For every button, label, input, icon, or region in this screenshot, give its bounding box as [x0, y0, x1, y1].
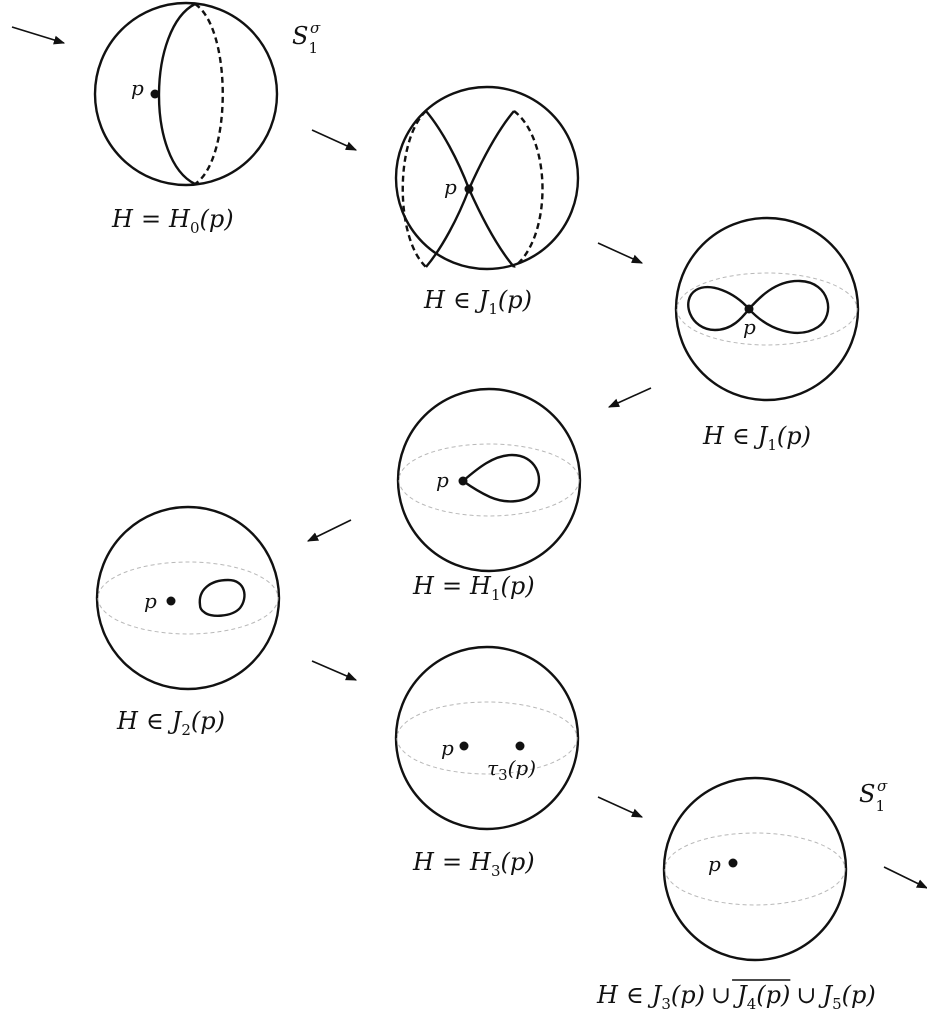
point-p-dot: [459, 741, 469, 751]
point-p-label: p: [436, 468, 449, 492]
arrow-3-4: [607, 387, 652, 408]
point-tau-label: τ3(p): [487, 756, 536, 784]
stage-5-sphere: p: [95, 505, 281, 691]
crossing-curve-right: [467, 110, 515, 268]
arrow-6-7: [597, 796, 644, 818]
stage-4-sphere: p: [396, 387, 582, 573]
stage-2-sphere: p: [394, 85, 580, 271]
point-p-label: p: [444, 175, 457, 199]
arrow-4-5: [306, 519, 352, 542]
equator-curve: [396, 701, 578, 775]
meridian-front-curve: [157, 2, 196, 186]
point-p-dot: [464, 184, 474, 194]
teardrop-loop-curve: [461, 453, 541, 503]
sphere-label: S1σ: [292, 19, 321, 57]
point-p-dot: [728, 858, 738, 868]
stage-7-sphere: p S1σ: [662, 776, 888, 962]
point-p-label: p: [144, 589, 157, 613]
point-p-label: p: [708, 852, 721, 876]
stage-6-sphere: p τ3(p): [394, 645, 580, 831]
sphere-label: S1σ: [859, 777, 888, 815]
point-p-label: p: [441, 736, 454, 760]
meridian-back-curve: [194, 2, 224, 186]
caption-stage-3: H∈J1(p): [702, 422, 811, 454]
caption-stage-2: H∈J1(p): [423, 286, 532, 318]
point-p-dot: [150, 89, 160, 99]
arrow-2-3: [597, 242, 644, 264]
caption-stage-4: H=H1(p): [412, 572, 535, 604]
equator-curve: [664, 832, 846, 906]
detached-loop-curve: [198, 578, 246, 617]
point-p-label: p: [743, 315, 756, 339]
equator-curve: [676, 272, 858, 346]
point-p-dot: [744, 304, 754, 314]
stage-3-sphere: p: [674, 216, 860, 402]
figure-eight-curve: [687, 279, 830, 335]
equator-curve: [398, 443, 580, 517]
arrow-5-6: [311, 660, 358, 681]
point-p-dot: [166, 596, 176, 606]
arrow-out: [883, 866, 927, 889]
equator-curve: [97, 561, 279, 635]
point-p-dot: [458, 476, 468, 486]
arrow-in: [11, 26, 66, 45]
back-curve-right: [513, 110, 544, 268]
caption-stage-1: H=H0(p): [111, 205, 234, 237]
caption-stage-6: H=H3(p): [412, 848, 535, 880]
caption-stage-7: H∈J3(p)∪J4(p)∪J5(p): [596, 981, 876, 1013]
back-curve-left: [401, 110, 427, 268]
point-tau-dot: [515, 741, 525, 751]
transition-arrows: [11, 26, 927, 889]
arrow-1-2: [311, 129, 358, 151]
point-p-label: p: [131, 76, 144, 100]
stage-1-sphere: p S1σ: [93, 1, 321, 187]
caption-stage-5: H∈J2(p): [116, 707, 225, 739]
